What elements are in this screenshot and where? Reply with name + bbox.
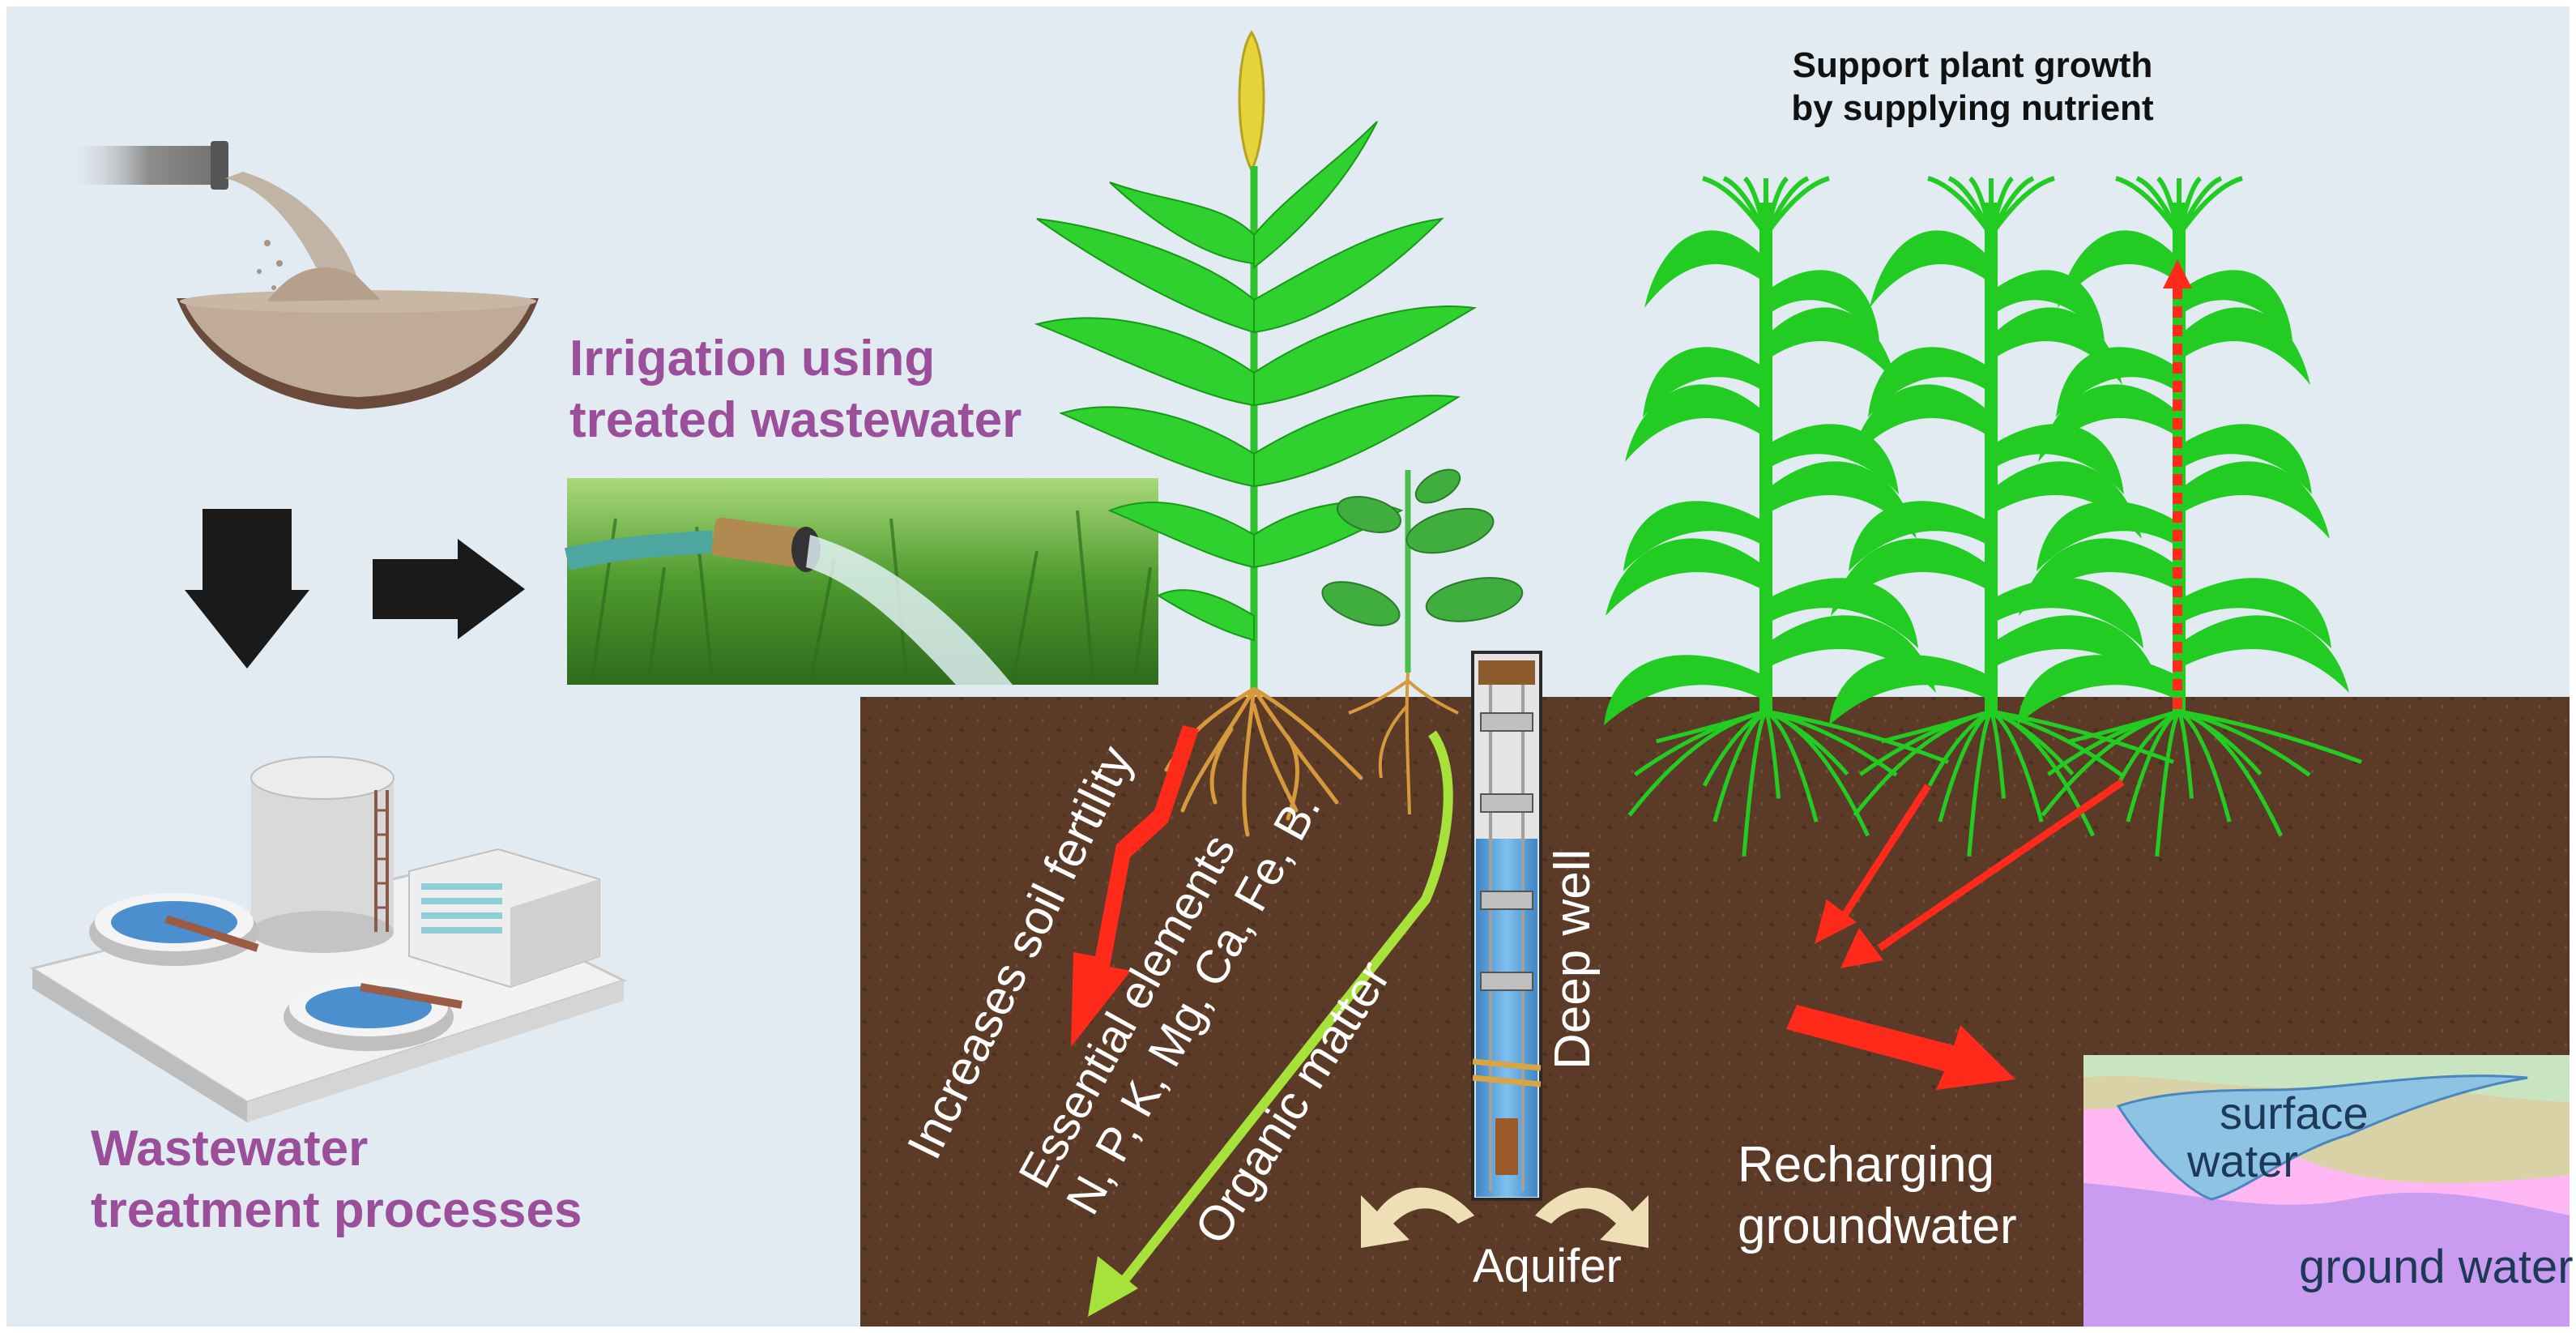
seedling-icon (1321, 468, 1524, 815)
sorghum-plant-icon (1034, 30, 1478, 837)
recharging-label-line2: groundwater (1738, 1198, 2017, 1254)
pipe-icon (71, 141, 356, 290)
maize-plant-icon (1604, 176, 2362, 857)
recharge-arrow-icon (1786, 779, 2125, 1090)
irrigation-label-line1: Irrigation using (569, 331, 936, 387)
wastewater-treatment-label-line1: Wastewater (91, 1121, 369, 1177)
aquifer-arrow-icon (1361, 1187, 1648, 1248)
recharging-label: Recharging groundwater (1738, 1134, 2017, 1257)
support-growth-label: Support plant growth by supplying nutrie… (1786, 45, 2159, 130)
wastewater-basin-icon (177, 267, 539, 409)
support-growth-label-line1: Support plant growth (1792, 45, 2153, 85)
irrigation-label-line2: treated wastewater (569, 391, 1022, 448)
down-arrow-icon (185, 509, 309, 669)
soil-fertility-arrow-icon (1071, 725, 1199, 1047)
surface-water-label: surface water (2187, 1087, 2369, 1186)
recharging-label-line1: Recharging (1738, 1137, 1995, 1193)
support-growth-label-line2: by supplying nutrient (1791, 88, 2154, 128)
wastewater-treatment-label-line2: treatment processes (91, 1181, 582, 1238)
surface-water-label-line1: surface (2220, 1087, 2369, 1139)
organic-matter-arrow-icon (1114, 730, 1453, 1292)
aquifer-label: Aquifer (1473, 1240, 1622, 1292)
wastewater-treatment-label: Wastewater treatment processes (91, 1118, 582, 1241)
organic-matter-arrowhead (1088, 1256, 1138, 1317)
groundwater-map-icon (2083, 1055, 2570, 1327)
garden-hose-photo (564, 478, 1158, 686)
deep-well-label: Deep well (1545, 848, 1601, 1070)
ground-water-label: ground water (2299, 1241, 2574, 1293)
surface-water-label-line2: water (2187, 1134, 2298, 1186)
nutrient-arrowhead (2163, 259, 2192, 288)
right-arrow-icon (373, 539, 525, 639)
treatment-plant-icon (29, 756, 627, 1122)
irrigation-label: Irrigation using treated wastewater (569, 328, 1021, 451)
submersible-pump-icon (1471, 651, 1542, 1201)
